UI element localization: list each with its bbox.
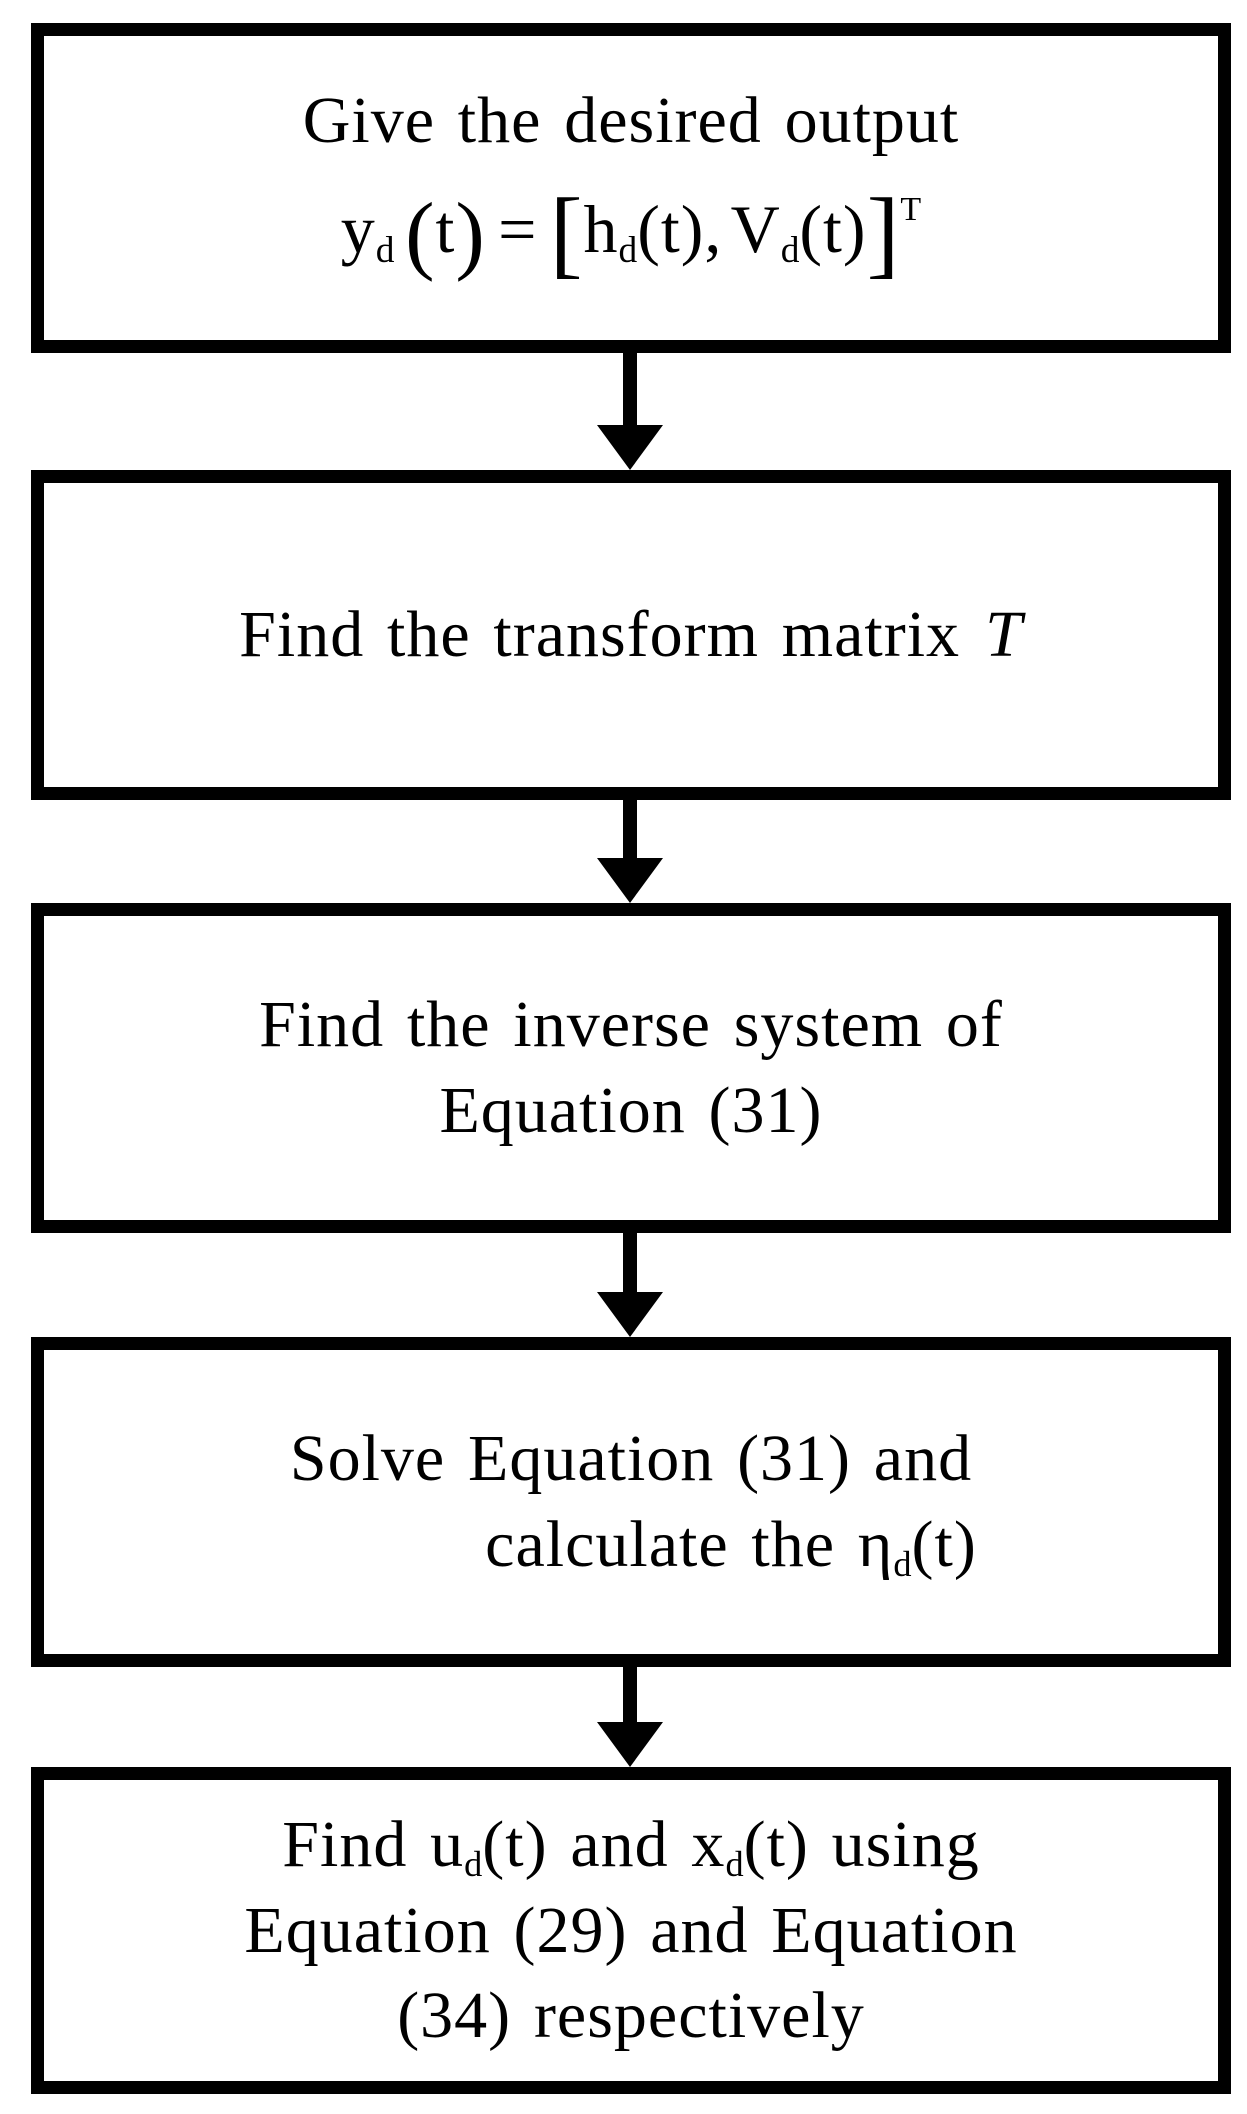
arrow-stem [623, 353, 637, 427]
step5-l1-part2: (t) and x [482, 1807, 726, 1881]
eta-symbol: η [857, 1508, 894, 1581]
step1-label: Give the desired output [302, 84, 960, 158]
formula-var-h: h [583, 191, 619, 268]
step2-label: Find the transform matrix T [239, 592, 1023, 678]
paren-close: ) [455, 184, 486, 283]
flow-arrow-4 [597, 1667, 663, 1767]
eta-arg-t: (t) [911, 1508, 977, 1581]
flow-arrow-3 [597, 1233, 663, 1337]
step2-text: Find the transform matrix [239, 598, 961, 672]
step-box-find-ud-xd: Find ud(t) and xd(t) using Equation (29)… [31, 1767, 1231, 2094]
arrow-down-icon [597, 858, 663, 903]
bracket-open: [ [549, 178, 584, 288]
step3-line2: Equation (31) [439, 1074, 823, 1147]
step4-line2: calculate the ηd(t) [485, 1502, 977, 1588]
step-box-give-desired-output: Give the desired output yd(t)=[hd(t),Vd(… [31, 23, 1231, 353]
formula-arg-t3: (t) [799, 191, 867, 268]
equals-sign: = [498, 191, 538, 268]
step-box-solve-equation: Solve Equation (31) and calculate the ηd… [31, 1337, 1231, 1667]
bracket-close: ] [866, 178, 901, 288]
matrix-symbol-T: T [985, 598, 1023, 672]
arrow-down-icon [597, 1292, 663, 1337]
step5-line1: Find ud(t) and xd(t) using [282, 1802, 979, 1888]
formula-var-y: y [340, 191, 376, 268]
formula-sub-d2: d [618, 230, 638, 272]
u-sub-d: d [464, 1843, 483, 1884]
step4-line2-text: calculate the [485, 1508, 858, 1581]
formula-sub-d3: d [780, 230, 800, 272]
formula-var-V: V [730, 191, 781, 268]
step3-line1: Find the inverse system of [259, 988, 1003, 1062]
formula-arg-t2: (t), [637, 191, 723, 268]
step5-line2: Equation (29) and Equation [244, 1893, 1018, 1967]
formula-arg-t1: t [435, 191, 456, 268]
step5-l1-part3: (t) using [743, 1807, 980, 1881]
step4-line1: Solve Equation (31) and [289, 1422, 973, 1496]
arrow-stem [623, 800, 637, 860]
eta-sub-d: d [893, 1544, 912, 1585]
step-box-find-transform-matrix: Find the transform matrix T [31, 470, 1231, 800]
formula-sub-d1: d [375, 230, 395, 272]
flow-arrow-2 [597, 800, 663, 903]
transpose-superscript: T [900, 190, 922, 228]
step1-formula: yd(t)=[hd(t),Vd(t)]T [341, 170, 921, 298]
arrow-down-icon [597, 1722, 663, 1767]
x-sub-d: d [725, 1843, 744, 1884]
step5-line3: (34) respectively [397, 1979, 865, 2053]
paren-open: ( [405, 184, 436, 283]
flow-arrow-1 [597, 353, 663, 470]
step5-l1-part1: Find u [282, 1807, 465, 1881]
arrow-stem [623, 1233, 637, 1294]
step-box-find-inverse-system: Find the inverse system of Equation (31) [31, 903, 1231, 1233]
arrow-down-icon [597, 425, 663, 470]
arrow-stem [623, 1667, 637, 1724]
